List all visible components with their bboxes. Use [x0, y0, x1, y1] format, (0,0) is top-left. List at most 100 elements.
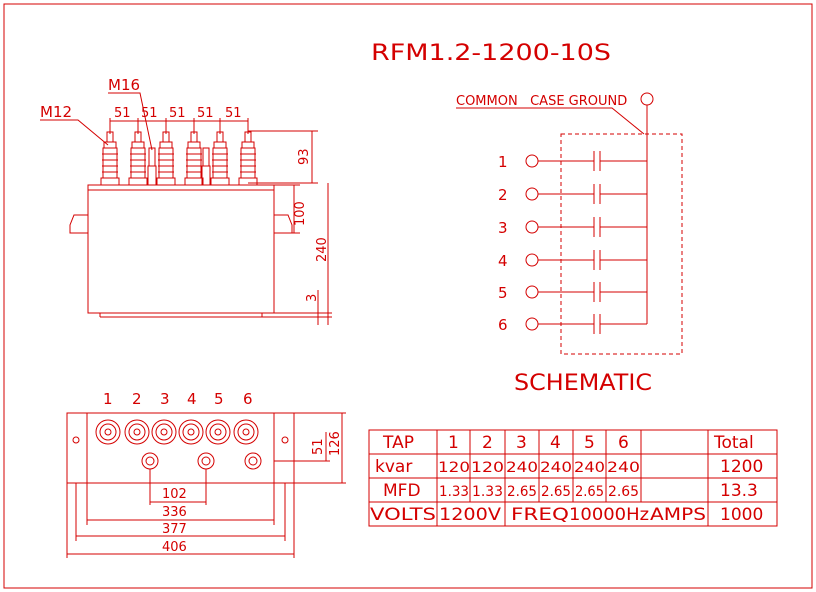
terminal-circle	[525, 253, 539, 267]
row-label-volts: VOLTS	[370, 505, 436, 525]
terminal-label: 6	[498, 316, 508, 334]
terminal-number: 3	[160, 390, 170, 408]
top-flange-left	[66, 412, 88, 484]
tap-6: 6	[618, 433, 629, 453]
bushing-5	[210, 131, 230, 186]
mfd-5: 2.65	[575, 484, 604, 500]
bushing-2	[128, 131, 148, 186]
top-terminal-6	[233, 419, 259, 445]
terminal-circle	[525, 187, 539, 201]
volts-value: 1200V	[439, 505, 501, 525]
top-flange-right	[273, 412, 295, 484]
capacitor-1: 1	[498, 151, 647, 171]
amps-label: AMPS	[650, 505, 706, 525]
kvar-2: 120	[471, 460, 504, 476]
bushing-6	[238, 131, 258, 186]
capacitor-2: 2	[498, 184, 647, 204]
freq-value: 10000Hz	[569, 505, 649, 525]
top-body	[86, 412, 275, 484]
mfd-3: 2.65	[507, 484, 537, 500]
row-label-tap: TAP	[382, 433, 414, 453]
dim-377: 377	[162, 522, 187, 537]
dim-102: 102	[162, 487, 187, 502]
pitch-label: 51	[169, 106, 186, 121]
drawing-title: RFM1.2-1200-10S	[371, 41, 611, 66]
terminal-label: 2	[498, 186, 508, 204]
schematic-capacitors: 1 2 3 4 5 6	[498, 151, 647, 334]
dim-3: 3	[305, 294, 320, 302]
terminal-label: 1	[498, 153, 508, 171]
amps-value: 1000	[720, 505, 763, 525]
row-label-mfd: MFD	[383, 481, 421, 501]
top-terminal-2	[124, 419, 150, 445]
ground-terminal	[640, 92, 654, 106]
terminal-circle	[525, 154, 539, 168]
bushing-4	[184, 131, 204, 186]
capacitor-5: 5	[498, 282, 647, 302]
pitch-dimensions: 51 51 51 51 51	[114, 106, 242, 121]
freq-label: FREQ	[511, 505, 569, 525]
bushing-3	[156, 131, 176, 186]
terminal-number: 1	[103, 390, 113, 408]
thread-label-m16: M16	[108, 76, 140, 94]
mfd-2: 1.33	[472, 484, 503, 500]
terminal-circle	[525, 317, 539, 331]
dim-51-vertical: 51	[311, 438, 326, 455]
capacitor-3: 3	[498, 217, 647, 237]
mfd-6: 2.65	[608, 484, 639, 500]
tap-2: 2	[482, 433, 493, 453]
spec-table: TAP 1 2 3 4 5 6 Total kvar 120 120 240 2…	[368, 429, 778, 527]
ground-label: COMMON CASE GROUND	[456, 94, 627, 109]
terminal-number: 6	[243, 390, 253, 408]
ground-stud	[201, 147, 211, 186]
terminal-label: 4	[498, 252, 508, 270]
capacitor-body	[87, 184, 275, 314]
mount-tab-right	[274, 214, 293, 234]
top-terminal-1	[95, 419, 121, 445]
pitch-label: 51	[114, 106, 131, 121]
terminal-label: 3	[498, 219, 508, 237]
terminal-bushings	[100, 118, 258, 186]
mount-tab-left	[69, 214, 88, 234]
kvar-5: 240	[574, 460, 605, 476]
kvar-total: 1200	[720, 457, 763, 477]
top-terminal-3	[151, 419, 177, 445]
dim-93: 93	[297, 148, 312, 165]
terminal-circle	[525, 220, 539, 234]
ground-studs	[141, 452, 262, 470]
tap-1: 1	[448, 433, 459, 453]
sheet-border	[3, 3, 813, 589]
terminal-circle	[525, 285, 539, 299]
top-terminals	[95, 419, 259, 445]
total-header: Total	[713, 433, 754, 453]
terminal-number: 4	[187, 390, 197, 408]
dim-336: 336	[162, 505, 187, 520]
top-terminal-4	[178, 419, 204, 445]
dim-406: 406	[162, 540, 187, 555]
case-outline	[560, 133, 683, 355]
row-label-kvar: kvar	[375, 457, 412, 477]
tap-5: 5	[584, 433, 595, 453]
ground-stud	[147, 147, 157, 186]
mfd-1: 1.33	[439, 484, 469, 500]
kvar-6: 240	[607, 460, 640, 476]
terminal-numbers: 1 2 3 4 5 6	[103, 390, 253, 408]
tap-3: 3	[516, 433, 527, 453]
kvar-4: 240	[540, 460, 572, 476]
tap-4: 4	[550, 433, 561, 453]
bushing-1	[100, 131, 120, 186]
top-terminal-5	[205, 419, 231, 445]
kvar-3: 240	[506, 460, 538, 476]
schematic-caption: SCHEMATIC	[514, 371, 652, 396]
terminal-label: 5	[498, 284, 508, 302]
top-view: 1 2 3 4 5 6 51 126 102 336 37	[66, 390, 346, 558]
thread-label-m12: M12	[40, 103, 72, 121]
kvar-1: 120	[438, 460, 470, 476]
capacitor-6: 6	[498, 314, 647, 334]
terminal-number: 5	[214, 390, 224, 408]
mfd-4: 2.65	[541, 484, 571, 500]
dim-126: 126	[328, 431, 343, 456]
dim-240: 240	[315, 237, 330, 262]
capacitor-4: 4	[498, 250, 647, 270]
